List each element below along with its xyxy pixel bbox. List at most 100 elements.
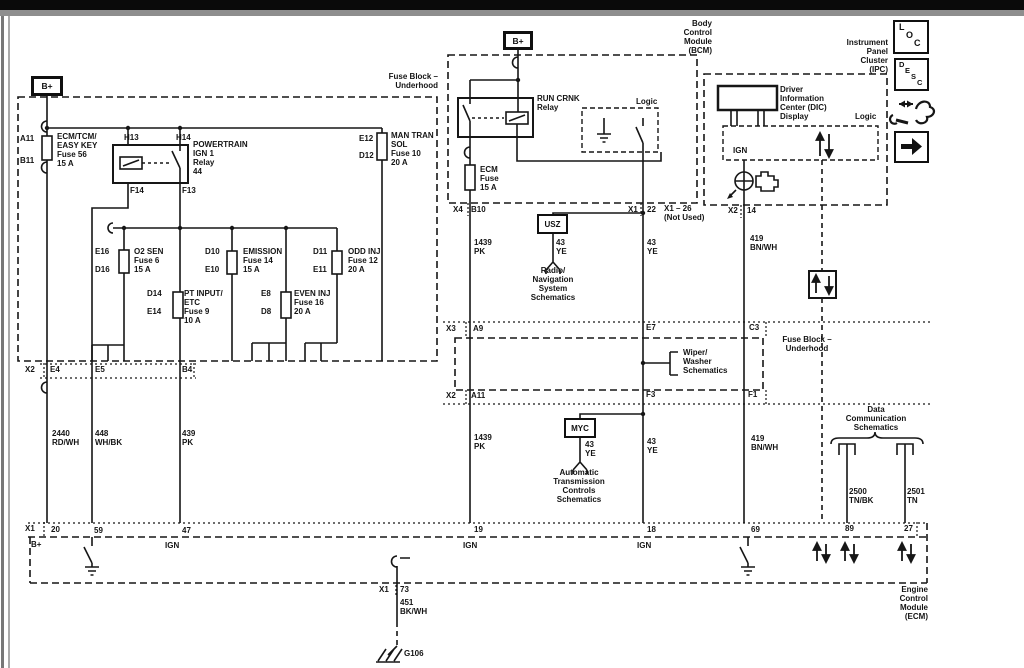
pin-e11: E11 (313, 265, 327, 274)
top-gray-bar (0, 10, 1024, 16)
data-comm-schematics-label: Data Communication Schematics (845, 405, 907, 432)
desc-letter-s: S (911, 72, 917, 81)
desc-letter-e: E (905, 66, 911, 75)
pin-14: 14 (747, 206, 756, 215)
row-label-ign-19: IGN (463, 541, 478, 550)
updown-arrows (811, 130, 916, 565)
pin-a11: A11 (20, 134, 35, 143)
dic-display-label: Driver Information Center (DIC) Display (780, 85, 827, 121)
pin-ticks (43, 203, 918, 597)
relay-powertrain (112, 144, 189, 184)
fuse-block-underhood-left-label: Fuse Block – Underhood (388, 72, 438, 90)
ecm-fuse-label: ECM Fuse 15 A (480, 165, 499, 192)
pin-a11-mid: A11 (471, 391, 486, 400)
pin-47: 47 (182, 526, 191, 535)
logic-boxes (581, 107, 879, 161)
pin-c3: C3 (749, 323, 760, 332)
ipc-label: Instrument Panel Cluster (IPC) (846, 38, 888, 74)
pin-d10: D10 (205, 247, 220, 256)
pin-e5: E5 (95, 365, 105, 374)
wire-1439-pk-bot: 1439 PK (474, 433, 492, 451)
pin-89: 89 (845, 524, 854, 533)
fuse-eveninj-label: EVEN INJ Fuse 16 20 A (294, 289, 331, 316)
wire-451-bkwh: 451 BK/WH (400, 598, 428, 616)
connector-x1-bcm: X1 (628, 205, 638, 214)
pin-h13: H13 (124, 133, 139, 142)
serial-data-wire (396, 160, 823, 646)
wire-419-bnwh-top: 419 BN/WH (750, 234, 778, 252)
pin-73: 73 (400, 585, 409, 594)
left-edge-line-outer (1, 16, 4, 668)
row-label-ign-18: IGN (637, 541, 652, 550)
wire-43-ye-myc: 43 YE (585, 440, 596, 458)
fuse-block-underhood-mid-label: Fuse Block – Underhood (782, 335, 832, 353)
loc-letter-l: L (899, 22, 905, 32)
wire-43-ye-bot: 43 YE (647, 437, 658, 455)
wire-43-ye-usz: 43 YE (556, 238, 567, 256)
loc-icon-button[interactable] (893, 20, 929, 54)
powertrain-relay-label: POWERTRAIN IGN 1 Relay 44 (193, 140, 248, 176)
wire-439-pk: 439 PK (182, 429, 196, 447)
ecm-label: Engine Control Module (ECM) (899, 585, 928, 621)
wire-2440-rdwh: 2440 RD/WH (52, 429, 80, 447)
bcm-logic-label: Logic (636, 97, 658, 106)
indicator-lamp-icon (727, 171, 754, 199)
connector-x2-ipc: X2 (728, 206, 738, 215)
desc-icon-button[interactable] (894, 58, 929, 91)
pin-e4: E4 (50, 365, 60, 374)
connector-rows (28, 321, 930, 524)
pin-f13: F13 (182, 186, 196, 195)
battery-feed-box-left: B+ (31, 76, 63, 96)
pin-27: 27 (904, 524, 913, 533)
right-arrow-glyph (901, 138, 922, 155)
row-label-ign-47: IGN (165, 541, 180, 550)
pin-d16: D16 (95, 265, 110, 274)
pin-d8: D8 (261, 307, 272, 316)
battery-feed-box-bcm: B+ (503, 31, 533, 50)
connector-x1-ecm: X1 (25, 524, 35, 533)
module-boxes (17, 54, 928, 584)
desc-letter-d: D (899, 60, 905, 69)
usz-connector-box: USZ (537, 214, 568, 234)
pin-22: 22 (647, 205, 656, 214)
pin-59: 59 (94, 526, 103, 535)
jump-wrench-icon[interactable] (888, 100, 936, 125)
desc-letter-c: C (917, 78, 923, 87)
pin-h14: H14 (176, 133, 191, 142)
fuse-symbols (41, 132, 476, 319)
wire-448-whbk: 448 WH/BK (95, 429, 123, 447)
ign-lamp-label: IGN (733, 146, 748, 155)
wire-2500-tnbk: 2500 TN/BK (849, 487, 874, 505)
junction-dots (44, 77, 646, 417)
pin-e16: E16 (95, 247, 110, 256)
pin-e10: E10 (205, 265, 220, 274)
myc-connector-box: MYC (564, 418, 596, 438)
connector-x4: X4 (453, 205, 463, 214)
loc-letter-c: C (914, 38, 921, 48)
radio-nav-schematics-label: Radio/ Navigation System Schematics (530, 266, 576, 302)
pin-18: 18 (647, 525, 656, 534)
row-label-bplus: B+ (31, 540, 42, 549)
pin-b10: B10 (471, 205, 486, 214)
fuse-ecmtcm-label: ECM/TCM/ EASY KEY Fuse 56 15 A (57, 132, 98, 168)
connector-x2-left: X2 (25, 365, 35, 374)
fuse-o2sen-label: O2 SEN Fuse 6 15 A (134, 247, 164, 274)
pin-69: 69 (751, 525, 760, 534)
bcm-label: Body Control Module (BCM) (683, 19, 712, 55)
next-arrow-icon-button[interactable] (894, 131, 929, 163)
connector-x2-mid: X2 (446, 391, 456, 400)
pin-d11: D11 (313, 247, 328, 256)
fuse-ptinput-label: PT INPUT/ ETC Fuse 9 10 A (184, 289, 223, 325)
left-edge-line-inner (8, 16, 10, 668)
pin-a9: A9 (473, 324, 484, 333)
pin-20: 20 (51, 525, 60, 534)
pin-f1: F1 (748, 390, 758, 399)
pin-f14: F14 (130, 186, 144, 195)
not-used-label: X1 – 26 (Not Used) (664, 204, 705, 222)
fuse-oddinj-label: ODD INJ Fuse 12 20 A (348, 247, 381, 274)
pin-e7: E7 (646, 323, 656, 332)
pin-e8: E8 (261, 289, 271, 298)
pin-e12: E12 (359, 134, 374, 143)
